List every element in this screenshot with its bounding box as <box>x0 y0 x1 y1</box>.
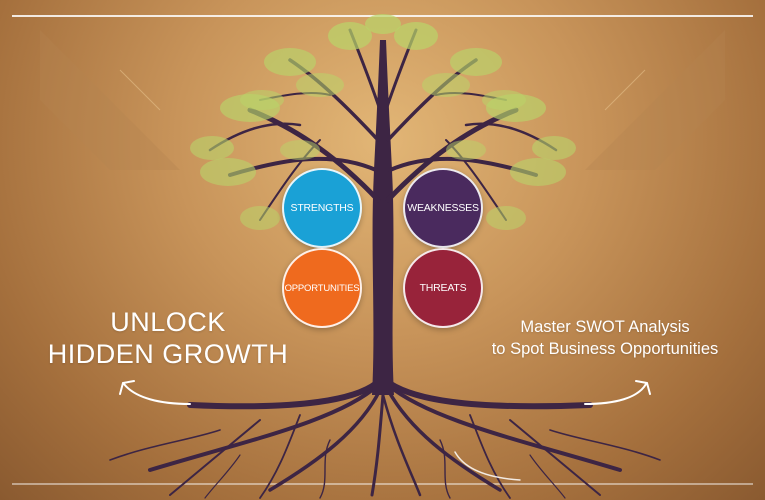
right-arrow-icon <box>584 380 651 405</box>
tree-trunk <box>372 40 394 395</box>
threats-circle: THREATS <box>403 248 483 328</box>
tree-foliage <box>190 14 576 230</box>
threats-label: THREATS <box>419 282 467 294</box>
weaknesses-label: WEAKNESSES <box>407 202 479 214</box>
right-chevron-shape <box>585 30 725 170</box>
headline: UNLOCK HIDDEN GROWTH <box>18 306 318 370</box>
tree-roots <box>109 377 661 499</box>
subtitle-line-1: Master SWOT Analysis <box>520 318 690 336</box>
strengths-circle: STRENGTHS <box>282 168 362 248</box>
opportunities-label: OPPORTUNITIES <box>284 282 360 294</box>
subtitle: Master SWOT Analysis to Spot Business Op… <box>455 316 755 360</box>
strengths-label: STRENGTHS <box>290 202 354 214</box>
headline-line-2: HIDDEN GROWTH <box>47 339 289 369</box>
headline-line-1: UNLOCK <box>110 307 226 337</box>
bottom-right-arrow-icon <box>454 451 521 481</box>
opportunities-circle: OPPORTUNITIES <box>282 248 362 328</box>
subtitle-line-2: to Spot Business Opportunities <box>491 340 719 358</box>
left-arrow-icon <box>119 380 191 405</box>
left-chevron-shape <box>40 30 180 170</box>
weaknesses-circle: WEAKNESSES <box>403 168 483 248</box>
